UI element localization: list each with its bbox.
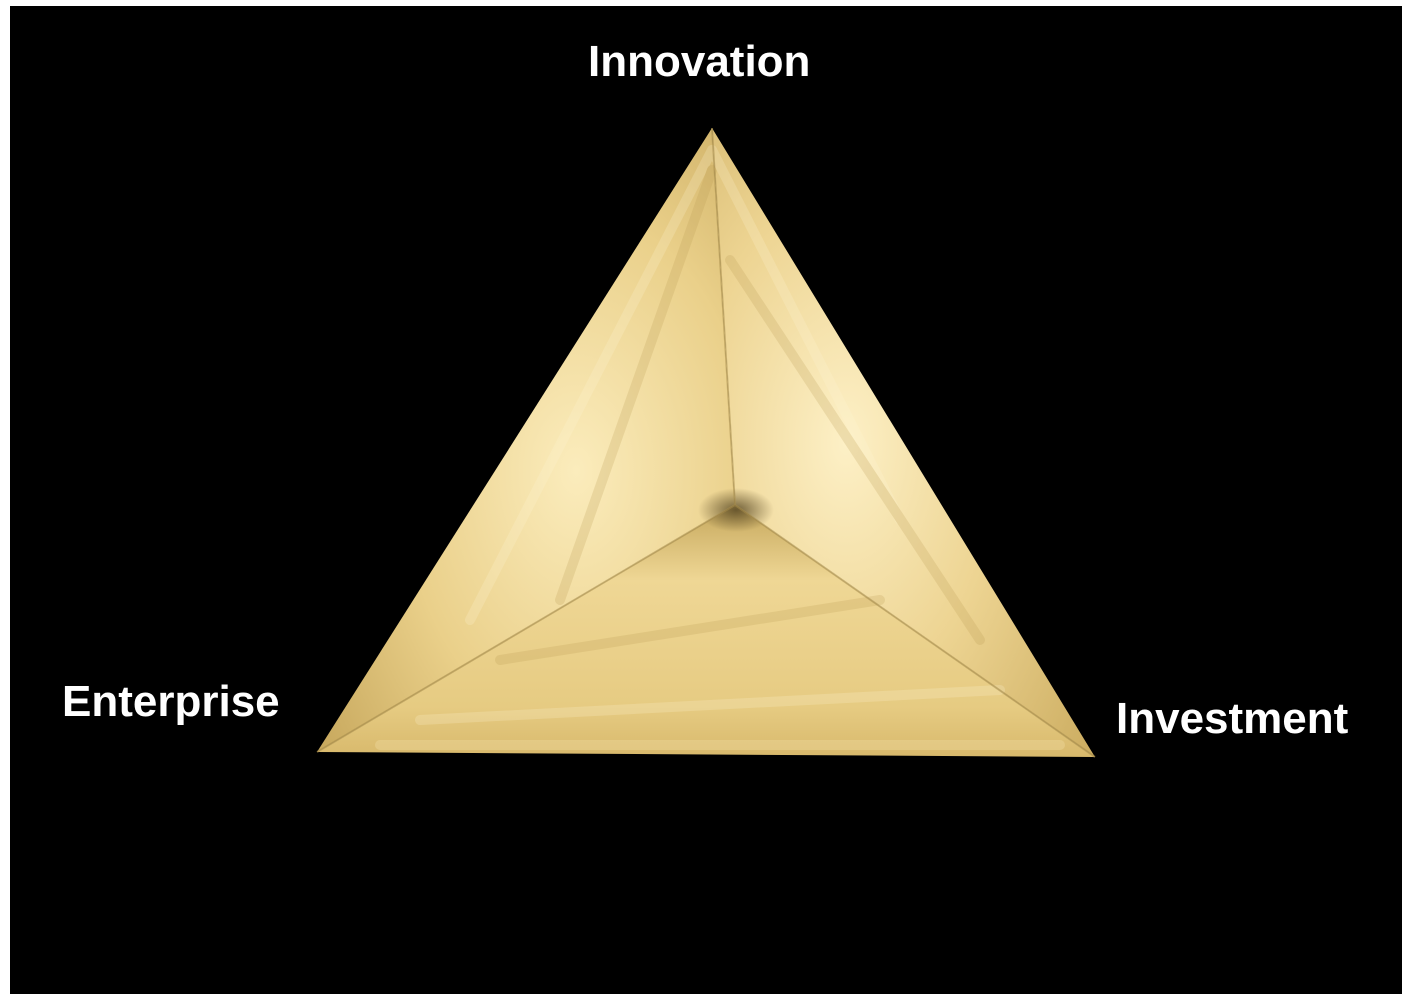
label-enterprise: Enterprise [62,677,280,726]
facet-left [317,128,735,752]
facet-edges [316,127,1096,758]
facet-bottom [317,505,1095,757]
label-innovation: Innovation [588,37,811,86]
pyramid-apex-shadow [698,488,774,532]
label-investment: Investment [1116,694,1349,743]
facet-streaks [375,145,1065,750]
facet-right [712,128,1095,757]
